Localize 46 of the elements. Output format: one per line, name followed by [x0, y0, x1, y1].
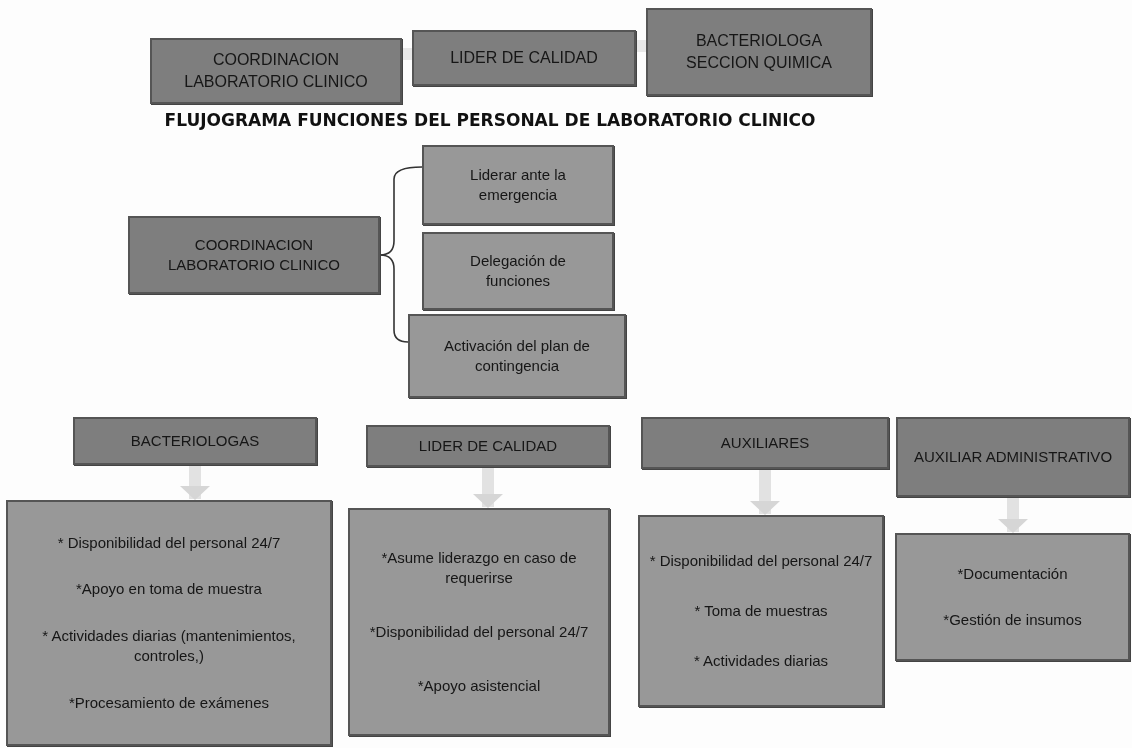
role-box — [896, 417, 1130, 497]
function-item: * Disponibilidad del personal 24/7 — [57, 532, 281, 553]
role-box — [641, 417, 889, 469]
box-label: Delegación de funciones — [469, 250, 567, 291]
connector-bar — [636, 40, 646, 52]
function-item: * Disponibilidad del personal 24/7 — [649, 550, 873, 571]
function-item: * Actividades diarias — [693, 650, 829, 671]
function-list-box — [6, 500, 332, 746]
role-box — [422, 145, 614, 225]
function-item: *Asume liderazgo en caso de requerirse — [380, 547, 578, 588]
role-box — [73, 417, 317, 465]
function-item: *Apoyo asistencial — [417, 676, 541, 696]
function-list-box — [638, 515, 884, 707]
box-label: Activación del plan de contingencia — [443, 335, 591, 376]
box-label: LIDER DE CALIDAD — [418, 435, 558, 456]
role-box — [366, 425, 610, 467]
box-label: Liderar ante la emergencia — [469, 164, 567, 205]
box-label: AUXILIARES — [720, 432, 810, 453]
function-item: *Documentación — [957, 564, 1068, 585]
diagram-title: FLUJOGRAMA FUNCIONES DEL PERSONAL DE LABORATORIO CLINICO — [163, 110, 817, 130]
box-label: BACTERIOLOGAS — [130, 430, 260, 451]
function-item: *Gestión de insumos — [943, 609, 1082, 630]
function-item: * Actividades diarias (mantenimientos, controles,) — [41, 626, 297, 667]
function-item: * Toma de muestras — [694, 600, 828, 621]
role-box — [408, 314, 626, 398]
box-label: COORDINACION LABORATORIO CLINICO — [183, 50, 369, 92]
function-item: *Apoyo en toma de muestra — [76, 579, 262, 600]
block-arrow — [180, 466, 210, 500]
block-arrow — [750, 470, 780, 515]
role-box — [150, 38, 402, 104]
block-arrow — [473, 468, 503, 508]
role-box — [422, 232, 614, 310]
function-list-box — [895, 533, 1130, 661]
box-label: COORDINACION LABORATORIO CLINICO — [167, 234, 341, 275]
box-label: LIDER DE CALIDAD — [450, 48, 598, 69]
function-list-box — [348, 508, 610, 736]
function-item: *Procesamiento de exámenes — [68, 693, 270, 714]
role-box — [128, 216, 380, 294]
block-arrow — [998, 498, 1028, 533]
box-label: AUXILIAR ADMINISTRATIVO — [913, 446, 1113, 467]
box-label: BACTERIOLOGA SECCION QUIMICA — [685, 31, 833, 73]
connector-bar — [402, 48, 412, 60]
function-item: *Disponibilidad del personal 24/7 — [369, 622, 589, 642]
role-box — [412, 30, 636, 86]
curly-brace-line — [379, 254, 409, 343]
role-box — [646, 8, 872, 96]
